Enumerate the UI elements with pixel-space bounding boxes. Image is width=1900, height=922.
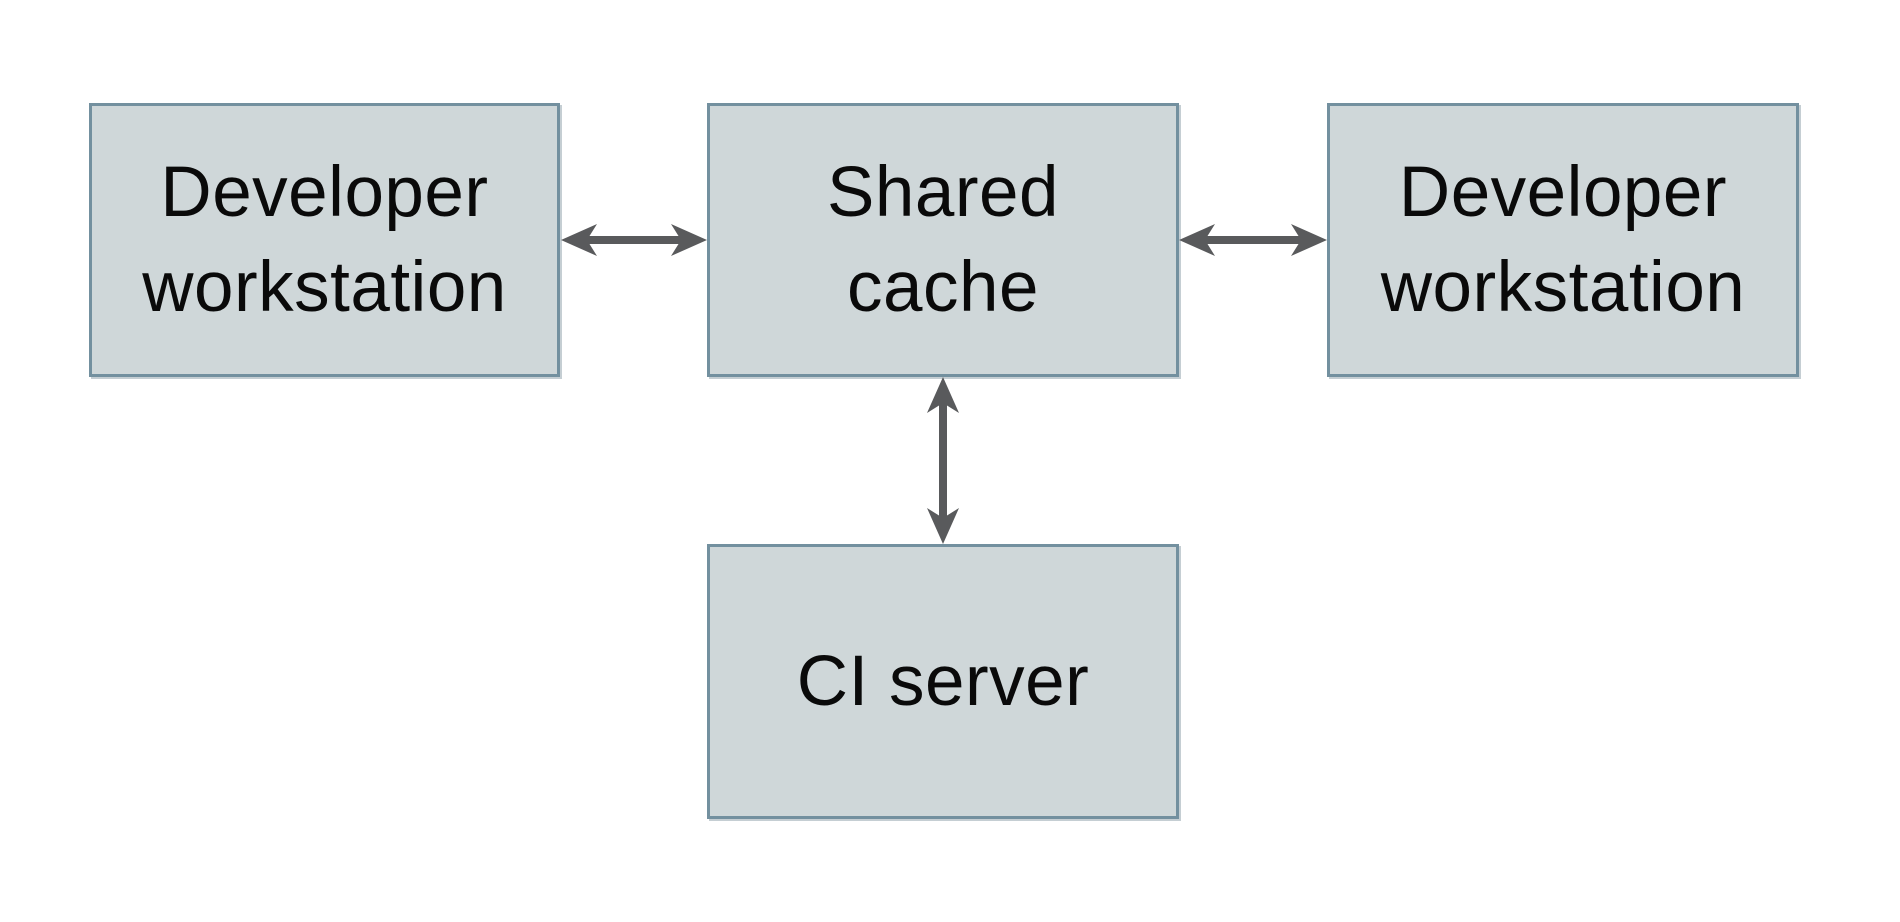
node-label-line: CI server — [796, 642, 1090, 721]
node-label-line: workstation — [142, 248, 507, 327]
node-label-line: Developer — [160, 153, 489, 232]
node-label-line: Developer — [1398, 153, 1728, 232]
node-developer-workstation-left: Developer workstation — [89, 103, 560, 377]
node-shared-cache: Shared cache — [707, 103, 1179, 377]
node-label-line: Shared — [827, 153, 1059, 232]
node-label-line: cache — [847, 248, 1039, 327]
double-arrow-left-workstation-shared-cache-icon — [561, 224, 707, 256]
node-ci-server: CI server — [707, 544, 1179, 819]
double-arrow-shared-cache-right-workstation-icon — [1179, 224, 1327, 256]
node-developer-workstation-right: Developer workstation — [1327, 103, 1799, 377]
double-arrow-shared-cache-ci-server-icon — [927, 377, 959, 544]
node-label-line: workstation — [1380, 248, 1746, 327]
